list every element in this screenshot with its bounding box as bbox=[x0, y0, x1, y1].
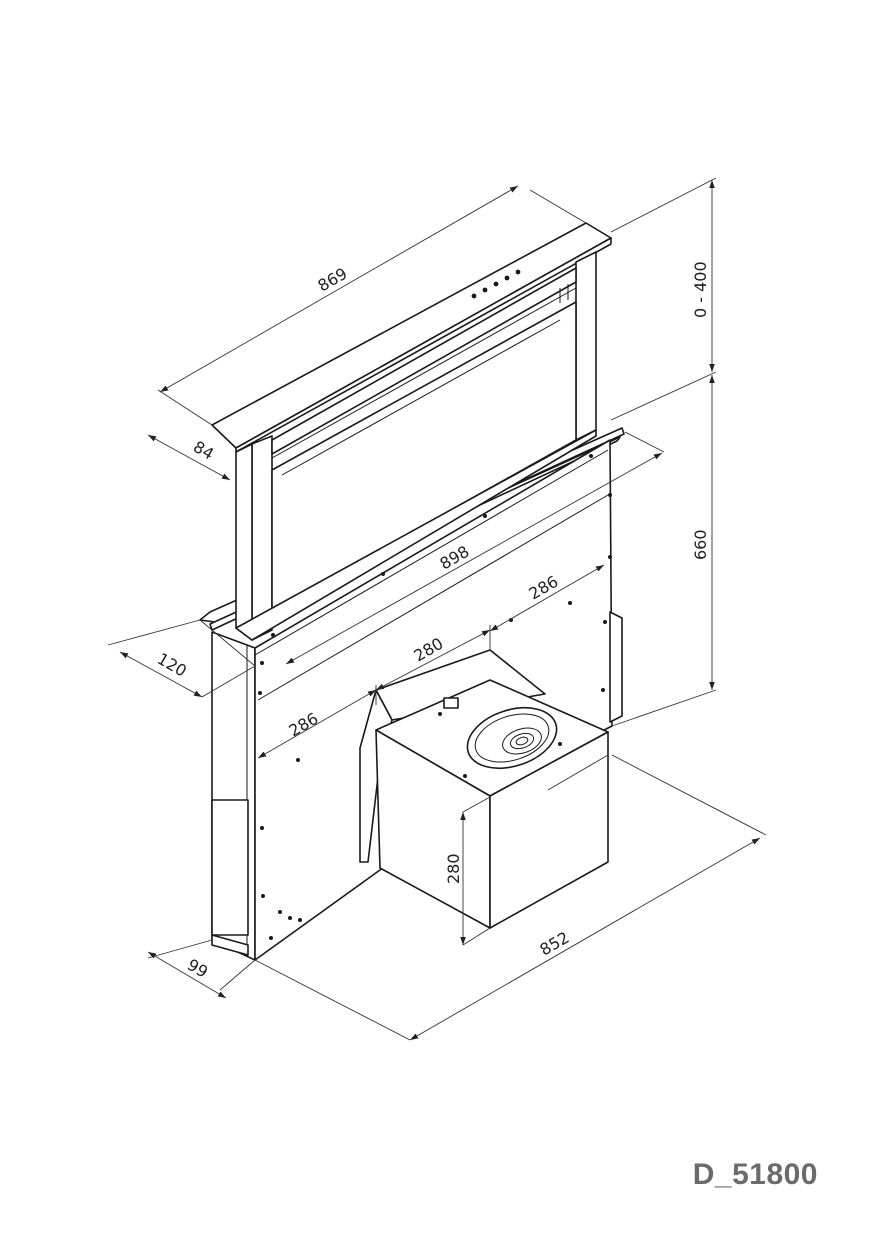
dim-852: 852 bbox=[537, 928, 573, 960]
dim-84: 84 bbox=[190, 437, 217, 464]
dim-280-motor: 280 bbox=[444, 853, 463, 884]
dim-120: 120 bbox=[154, 649, 190, 681]
dim-0-400: 0 - 400 bbox=[691, 261, 710, 318]
dim-869: 869 bbox=[315, 264, 351, 296]
document-code: D_51800 bbox=[692, 1158, 818, 1191]
dim-99: 99 bbox=[184, 955, 211, 982]
dim-660: 660 bbox=[691, 529, 710, 560]
dimension-lines bbox=[107, 177, 767, 1041]
